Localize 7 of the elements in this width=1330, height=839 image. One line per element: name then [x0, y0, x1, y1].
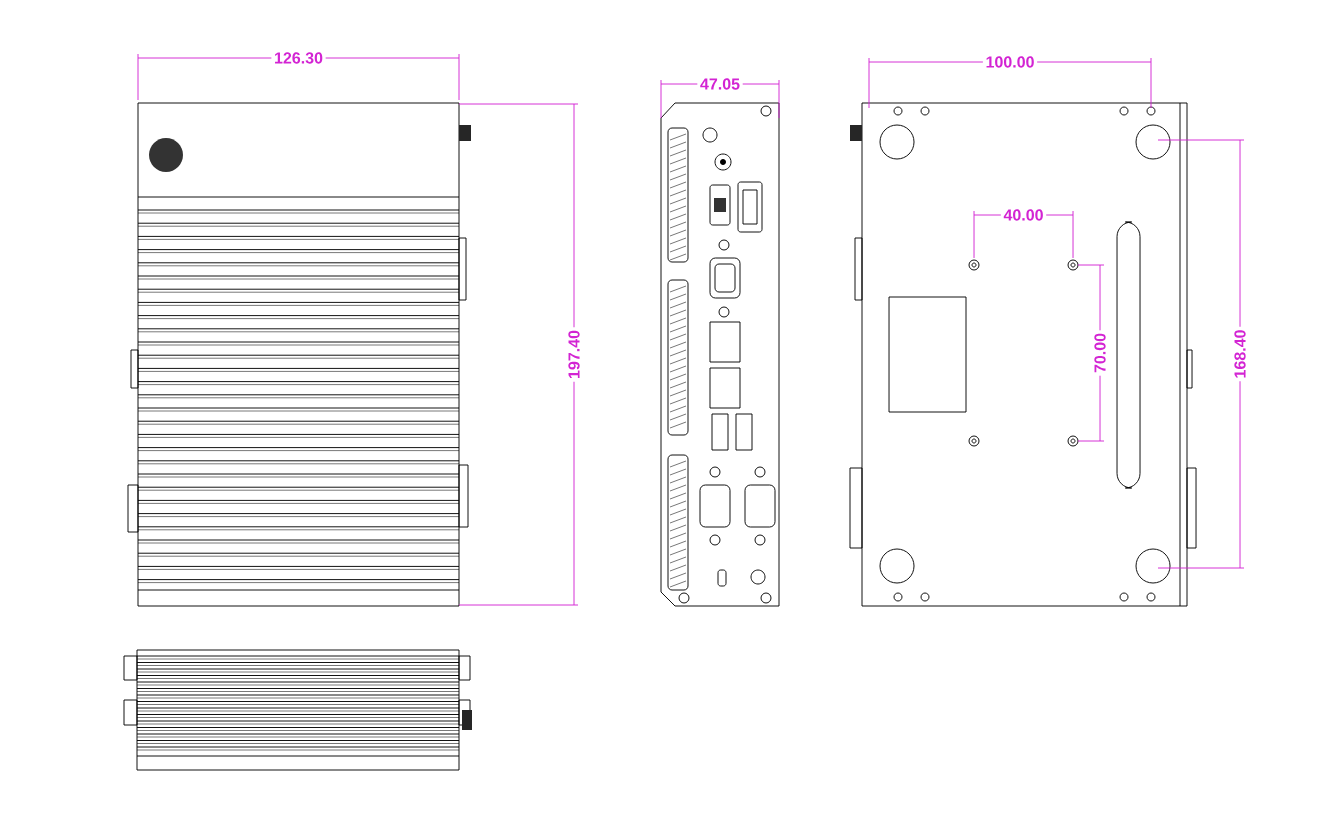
- dimension-label: 40.00: [1000, 206, 1047, 224]
- dimension-label: 126.30: [271, 49, 326, 67]
- dimension-label: 70.00: [1091, 330, 1109, 376]
- dimension-label: 168.40: [1231, 326, 1249, 382]
- dimension-label: 47.05: [697, 75, 743, 93]
- dimension-label: 100.00: [982, 53, 1038, 71]
- dimension-label: 197.40: [565, 327, 583, 382]
